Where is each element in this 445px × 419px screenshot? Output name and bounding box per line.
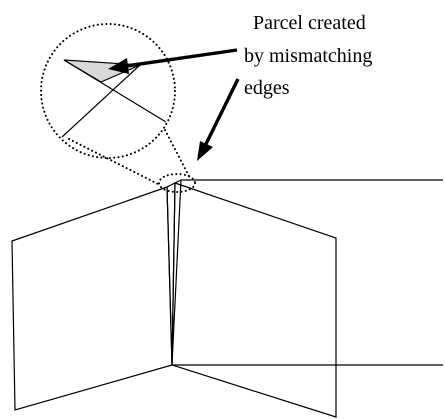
magnifier-edge-a: [63, 59, 167, 123]
arrow-to-magnifier-head: [108, 58, 129, 74]
annotation-line-2: by mismatching: [244, 45, 372, 67]
corner-highlight-circle: [158, 173, 196, 193]
sliver-edge-left: [166, 186, 173, 366]
left-face: [11, 186, 173, 411]
magnifier-detail: [40, 23, 176, 159]
arrow-to-corner: [197, 78, 240, 161]
magnifier-connector-right: [164, 129, 191, 179]
magnifier-circle: [40, 23, 176, 159]
arrow-to-magnifier-shaft: [125, 48, 238, 68]
annotation-label: Parcel created by mismatching edges: [244, 12, 377, 99]
right-face: [171, 182, 337, 418]
third-face-edges: [171, 179, 443, 366]
annotation-line-1: Parcel created: [253, 12, 366, 34]
arrow-to-corner-head: [197, 141, 213, 161]
magnifier-edge-b: [61, 64, 141, 138]
arrow-to-corner-shaft: [203, 78, 240, 147]
magnifier-connector-left: [68, 138, 161, 186]
arrow-to-magnifier: [108, 48, 238, 74]
annotation-line-3: edges: [244, 77, 290, 99]
sliver-edge-right: [171, 182, 176, 366]
corner-top-edge: [166, 179, 182, 188]
